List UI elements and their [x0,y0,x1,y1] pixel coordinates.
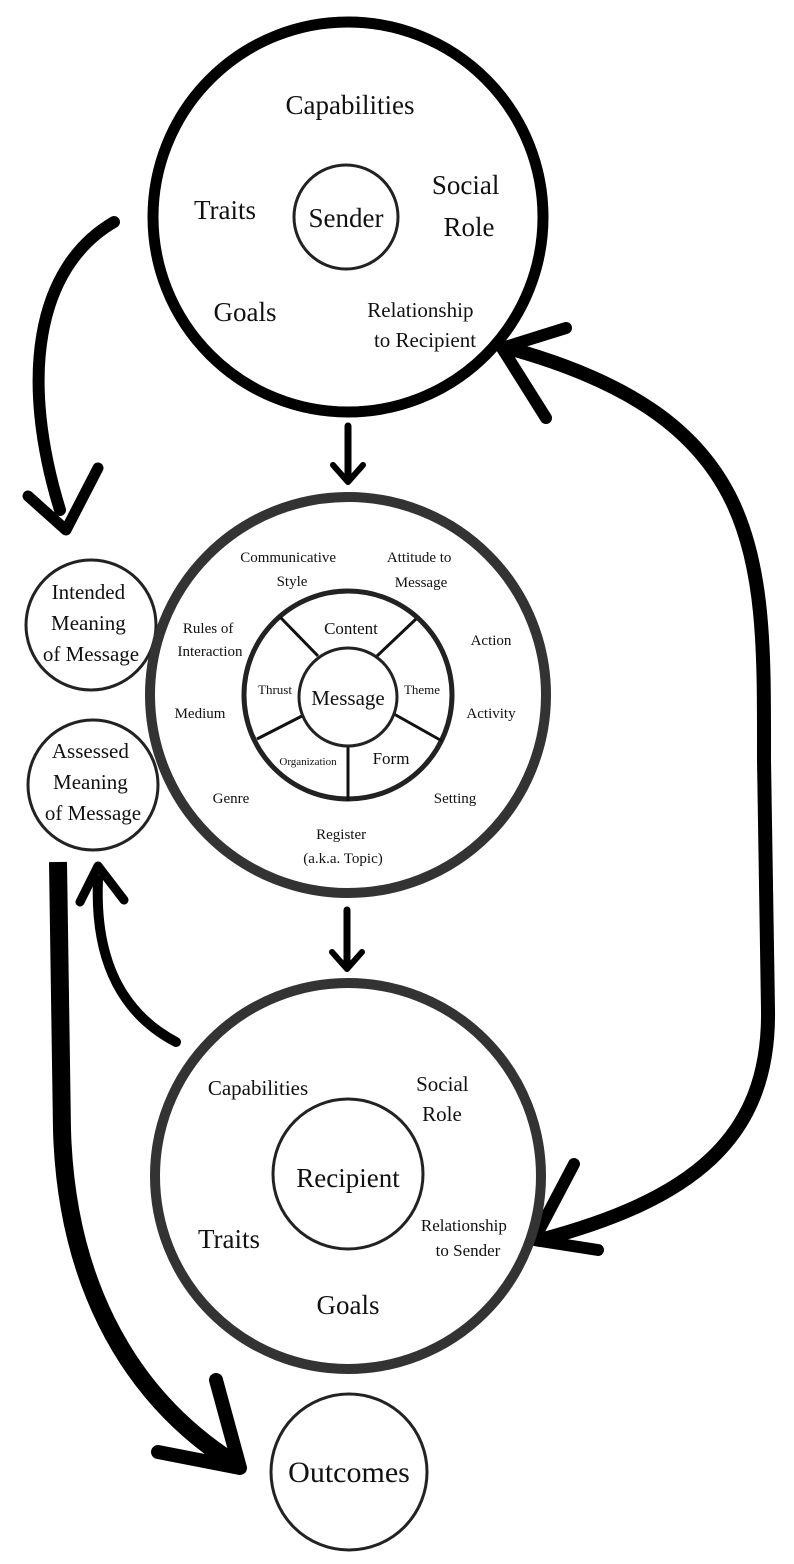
outcomes-circle [269,1392,429,1552]
arrow-recipient-to-assessed [92,875,181,1047]
assessed-meaning-group: Assessed Meaning of Message [26,718,160,852]
recipient-social-role-label: Social Role [416,1072,474,1126]
message-center-label: Message [311,686,384,710]
sender-social-role-label: Social Role [432,170,506,242]
message-spoke-2 [375,617,418,658]
intended-meaning-group: Intended Meaning of Message [24,558,158,692]
arrowhead-message [330,462,366,485]
message-communicative-style-label: Communicative Style [240,550,340,590]
message-inner-circle [297,646,399,748]
arrowhead-recipient-top [329,949,365,972]
message-spoke-5 [256,714,303,741]
sender-center-label: Sender [309,203,384,233]
arrowhead-intended [22,462,104,536]
recipient-relationship-label: Relationship to Sender [421,1216,511,1260]
outcomes-label: Outcomes [288,1456,410,1489]
sender-group: Sender Capabilities Traits Social Role G… [147,16,549,418]
recipient-center-label: Recipient [296,1163,400,1193]
sender-traits-label: Traits [194,195,256,225]
recipient-goals-label: Goals [317,1290,380,1320]
intended-meaning-label: Intended Meaning of Message [43,580,139,666]
outcomes-group: Outcomes [269,1392,429,1552]
sender-relationship-label: Relationship to Recipient [367,298,478,352]
message-rules-label: Rules of Interaction [178,621,243,660]
arrow-assessed-to-outcomes [49,861,237,1470]
arrow-sender-to-intended [32,216,120,516]
arrowhead-outcomes [151,1373,247,1475]
message-register-label: Register (a.k.a. Topic) [303,827,382,867]
message-medium-label: Medium [175,706,226,722]
message-group: Message Content Theme Form Organization … [145,492,551,898]
message-organization-label: Organization [279,756,337,768]
sender-capabilities-label: Capabilities [286,90,415,120]
intended-meaning-circle [24,558,158,692]
message-setting-label: Setting [434,791,477,807]
arrow-loop-sender-recipient [501,341,776,1247]
recipient-group: Recipient Capabilities Social Role Trait… [150,978,546,1374]
message-genre-label: Genre [213,791,250,807]
message-spoke-3 [393,712,443,743]
recipient-inner-circle [271,1097,425,1251]
message-theme-label: Theme [404,682,440,697]
message-form-label: Form [373,749,410,768]
sender-goals-label: Goals [214,297,277,327]
message-attitude-label: Attitude to Message [387,550,455,591]
recipient-capabilities-label: Capabilities [208,1076,308,1100]
message-thrust-label: Thrust [258,682,292,697]
sender-inner-circle [292,163,400,271]
message-content-label: Content [324,619,378,638]
arrowhead-assessed [75,861,129,907]
message-activity-label: Activity [466,706,516,722]
message-action-label: Action [471,633,512,649]
assessed-meaning-label: Assessed Meaning of Message [45,739,141,825]
recipient-traits-label: Traits [198,1224,260,1254]
arrowhead-loop-top [496,322,572,424]
message-spoke-1 [278,615,320,658]
assessed-meaning-circle [26,718,160,852]
